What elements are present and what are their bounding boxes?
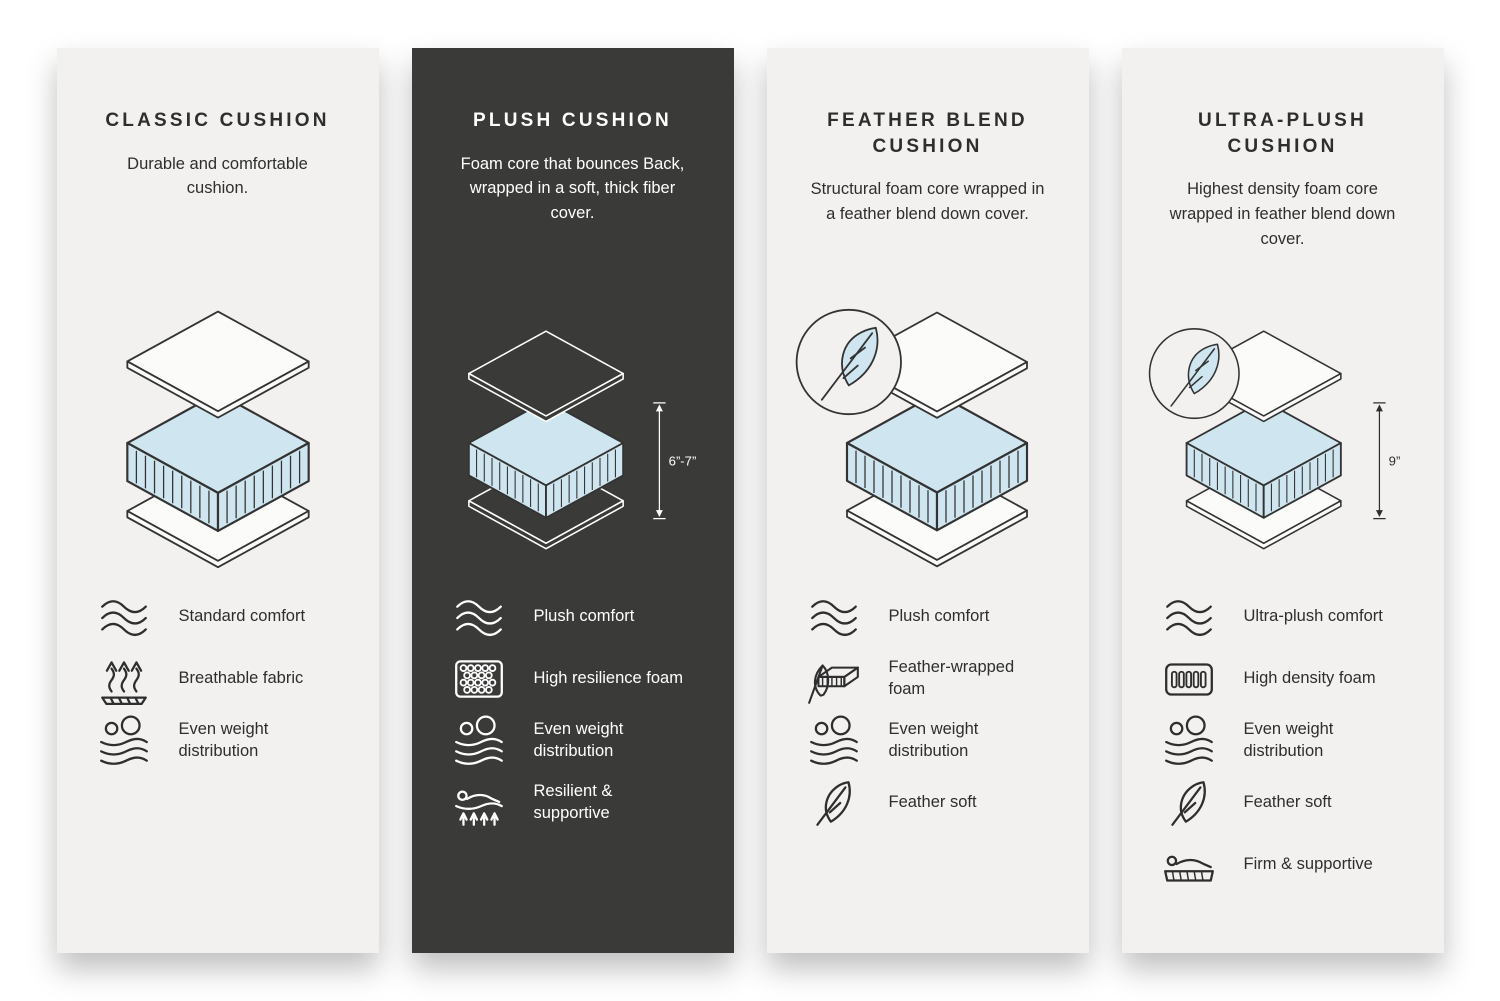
even-weight-icon xyxy=(454,715,503,765)
feature-row: High density foam xyxy=(1160,650,1418,708)
comparison-board: CLASSIC CUSHION Durable and comfortable … xyxy=(56,48,1444,953)
feature-label: Even weight distribution xyxy=(178,720,269,760)
card-plush-cushion: PLUSH CUSHION Foam core that bounces Bac… xyxy=(411,48,734,953)
feature-row: Even weight distribution xyxy=(1160,712,1418,770)
feature-label: Even weight distribution xyxy=(888,720,979,760)
feature-label: Breathable fabric xyxy=(178,669,304,688)
feature-label: High density foam xyxy=(1243,669,1376,688)
foam-core-layer xyxy=(1185,399,1342,519)
feature-row: Even weight distribution xyxy=(95,712,353,770)
feature-label: Ultra-plush comfort xyxy=(1243,607,1383,626)
height-measure-label: 9” xyxy=(1388,453,1400,468)
feature-row: Standard comfort xyxy=(95,588,353,646)
card-title: PLUSH CUSHION xyxy=(473,110,672,131)
card-title: FEATHER BLEND CUSHION xyxy=(827,110,1028,157)
top-cover-layer xyxy=(125,310,310,419)
card-title: ULTRA-PLUSH CUSHION xyxy=(1198,110,1367,157)
exploded-cushion-diagram: 6”-7” xyxy=(467,330,696,550)
feature-list: Plush comfort Feather-wrapped foam Even … xyxy=(793,588,1063,836)
feature-label: High resilience foam xyxy=(533,669,683,688)
resilient-supportive-icon xyxy=(454,790,503,826)
height-measure: 9” xyxy=(1372,402,1400,520)
card-description: Highest density foam core wrapped in fea… xyxy=(1169,180,1396,248)
feature-row: Resilient & supportive xyxy=(450,774,708,832)
comfort-waves-icon xyxy=(100,600,147,637)
card-ultra-plush-cushion: ULTRA-PLUSH CUSHION Highest density foam… xyxy=(1121,48,1444,953)
comfort-waves-icon xyxy=(1165,600,1212,637)
feather-badge xyxy=(795,308,902,416)
feature-label: Standard comfort xyxy=(178,607,306,626)
feature-list: Standard comfort Breathable fabric Even … xyxy=(83,588,353,774)
feature-label: Feather soft xyxy=(1243,793,1332,812)
exploded-cushion-diagram xyxy=(795,308,1028,568)
feature-row: Even weight distribution xyxy=(450,712,708,770)
exploded-cushion-diagram: 9” xyxy=(1148,328,1400,550)
card-header: FEATHER BLEND CUSHION Structural foam co… xyxy=(793,108,1063,298)
card-description: Structural foam core wrapped in a feathe… xyxy=(810,180,1045,224)
feature-label: Even weight distribution xyxy=(533,720,624,760)
firm-supportive-icon xyxy=(1163,855,1214,882)
feature-row: Feather soft xyxy=(1160,774,1418,832)
feature-label: Feather soft xyxy=(888,793,977,812)
feather-wrapped-foam-icon xyxy=(807,664,859,704)
even-weight-icon xyxy=(1164,715,1213,765)
resilience-foam-icon xyxy=(454,660,503,698)
exploded-cushion-diagram xyxy=(125,310,310,569)
high-density-foam-icon xyxy=(1164,663,1213,696)
card-description: Durable and comfortable cushion. xyxy=(127,154,308,198)
feature-row: Firm & supportive xyxy=(1160,836,1418,894)
feature-row: High resilience foam xyxy=(450,650,708,708)
feature-label: Even weight distribution xyxy=(1243,720,1334,760)
feature-label: Plush comfort xyxy=(888,607,990,626)
height-measure-label: 6”-7” xyxy=(668,453,696,468)
height-measure: 6”-7” xyxy=(652,402,696,520)
feature-row: Even weight distribution xyxy=(805,712,1063,770)
even-weight-icon xyxy=(99,715,148,765)
breathable-fabric-icon xyxy=(100,661,147,705)
foam-core-layer xyxy=(467,399,624,519)
card-title: CLASSIC CUSHION xyxy=(105,110,330,131)
foam-core-layer xyxy=(125,392,310,533)
feature-label: Feather-wrapped foam xyxy=(888,658,1015,698)
card-feather-blend-cushion: FEATHER BLEND CUSHION Structural foam co… xyxy=(766,48,1089,953)
diagram-area: 9” xyxy=(1148,298,1418,588)
feather-icon xyxy=(1170,781,1206,826)
feature-label: Plush comfort xyxy=(533,607,635,626)
diagram-area xyxy=(793,298,1063,588)
card-header: CLASSIC CUSHION Durable and comfortable … xyxy=(83,108,353,298)
card-header: PLUSH CUSHION Foam core that bounces Bac… xyxy=(438,108,708,298)
cushion-stack xyxy=(467,330,624,550)
comfort-waves-icon xyxy=(810,600,857,637)
feature-row: Plush comfort xyxy=(450,588,708,646)
diagram-area xyxy=(83,298,353,588)
card-classic-cushion: CLASSIC CUSHION Durable and comfortable … xyxy=(56,48,379,953)
card-description: Foam core that bounces Back, wrapped in … xyxy=(460,154,685,223)
feature-label: Resilient & supportive xyxy=(533,782,613,822)
even-weight-icon xyxy=(809,715,858,765)
card-header: ULTRA-PLUSH CUSHION Highest density foam… xyxy=(1148,108,1418,298)
feature-row: Feather-wrapped foam xyxy=(805,650,1063,708)
comfort-waves-icon xyxy=(455,600,502,637)
feature-row: Feather soft xyxy=(805,774,1063,832)
feature-list: Plush comfort High resilience foam Even … xyxy=(438,588,708,836)
feather-icon xyxy=(815,781,851,826)
feature-label: Firm & supportive xyxy=(1243,855,1373,874)
top-cover-layer xyxy=(467,330,624,423)
foam-core-layer xyxy=(845,392,1028,532)
feather-badge xyxy=(1148,328,1240,420)
feature-row: Plush comfort xyxy=(805,588,1063,646)
feature-row: Breathable fabric xyxy=(95,650,353,708)
feature-row: Ultra-plush comfort xyxy=(1160,588,1418,646)
diagram-area: 6”-7” xyxy=(438,298,708,588)
feature-list: Ultra-plush comfort High density foam Ev… xyxy=(1148,588,1418,898)
